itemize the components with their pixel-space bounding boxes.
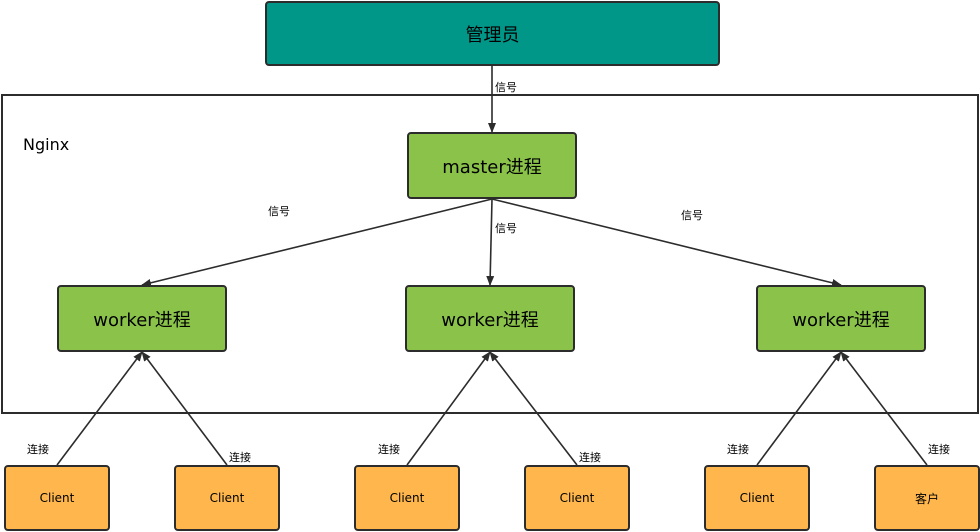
worker-node-left: worker进程: [57, 285, 227, 352]
worker-node-middle: worker进程: [405, 285, 575, 352]
client-label: Client: [39, 491, 75, 505]
nginx-title: Nginx: [23, 135, 70, 154]
worker-label: worker进程: [441, 309, 539, 331]
worker-label: worker进程: [93, 309, 191, 331]
connect-label-3: 连接: [378, 443, 400, 456]
client-label: Client: [389, 491, 425, 505]
edge-master-to-worker-middle: [486, 198, 495, 286]
admin-node: 管理员: [265, 1, 720, 66]
signal-label-left: 信号: [268, 205, 290, 218]
edge-client5-to-worker-right: [756, 351, 842, 466]
client-node-4: Client: [524, 465, 630, 531]
edge-master-to-worker-right: [491, 198, 842, 287]
edge-client2-to-worker-left: [141, 351, 228, 466]
nginx-container: [1, 94, 979, 414]
edge-client6-to-worker-right: [840, 351, 928, 466]
client-node-3: Client: [354, 465, 460, 531]
admin-label: 管理员: [465, 24, 520, 46]
edge-master-to-worker-left: [141, 198, 493, 287]
master-node: master进程: [407, 132, 577, 199]
edge-client1-to-worker-left: [56, 351, 143, 466]
signal-label-right: 信号: [681, 209, 703, 222]
client-node-5: Client: [704, 465, 810, 531]
client-label: Client: [559, 491, 595, 505]
edge-client3-to-worker-middle: [406, 351, 491, 466]
client-label: 客户: [914, 491, 939, 506]
connect-label-4: 连接: [579, 451, 601, 464]
client-node-2: Client: [174, 465, 280, 531]
client-node-6: 客户: [874, 465, 980, 531]
client-node-1: Client: [4, 465, 110, 531]
client-label: Client: [739, 491, 775, 505]
worker-node-right: worker进程: [756, 285, 926, 352]
worker-label: worker进程: [792, 309, 890, 331]
client-label: Client: [209, 491, 245, 505]
connect-label-5: 连接: [727, 443, 749, 456]
connect-label-6: 连接: [928, 443, 950, 456]
signal-label-admin: 信号: [495, 81, 517, 94]
connect-label-1: 连接: [27, 443, 49, 456]
edge-client4-to-worker-middle: [489, 351, 578, 466]
master-label: master进程: [442, 156, 542, 178]
signal-label-middle: 信号: [495, 222, 517, 235]
connect-label-2: 连接: [229, 451, 251, 464]
